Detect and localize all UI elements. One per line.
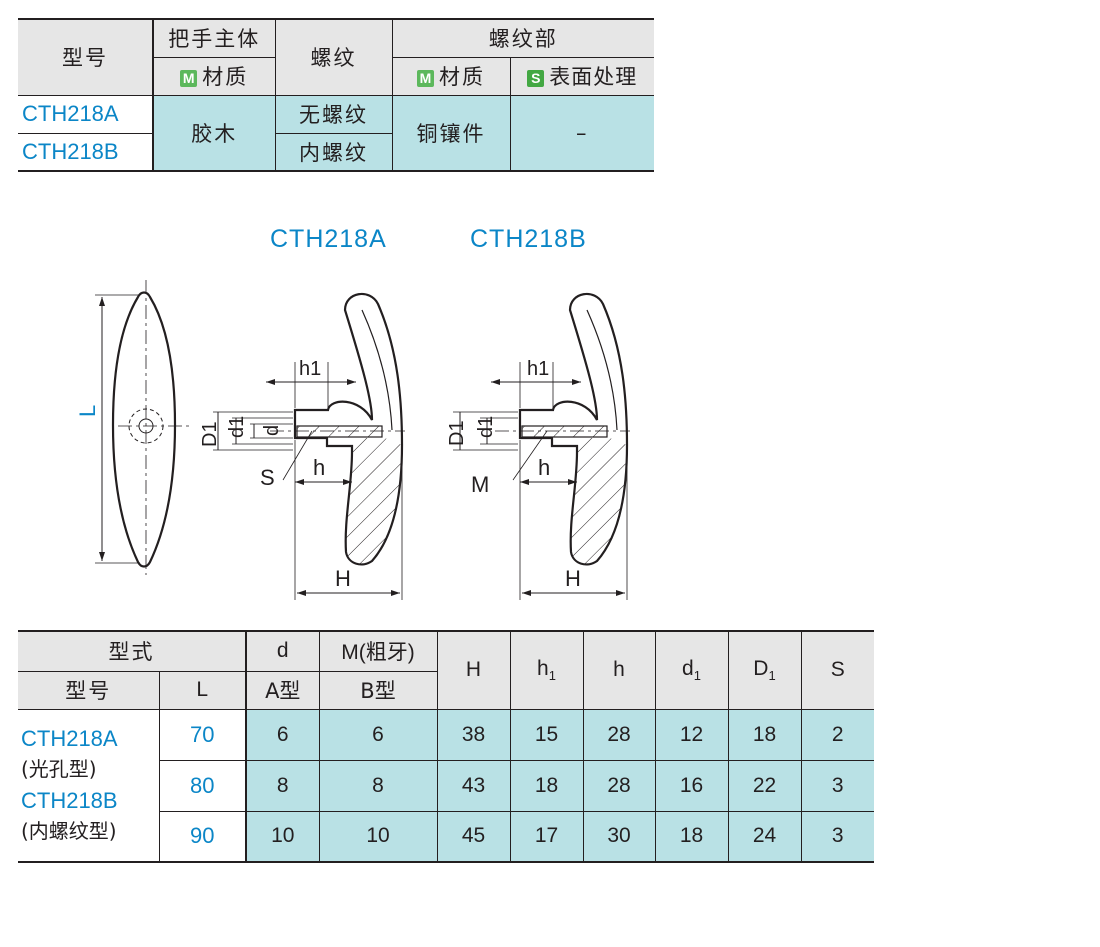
dim-H-b: H (565, 566, 581, 591)
header-d: d (245, 631, 320, 672)
header-h: h (582, 631, 656, 710)
header-handle-body: 把手主体 (152, 19, 276, 58)
header-model: 型号 (18, 670, 160, 710)
cell-d1: 16 (654, 759, 729, 812)
handle-technical-drawing: L h1 D1 d1 d S h H (75, 280, 630, 600)
model-a-type: (光孔型) (21, 757, 97, 782)
cell-M: 8 (318, 759, 438, 812)
cell-h: 30 (582, 810, 656, 862)
cell-S: 3 (800, 759, 874, 812)
header-a-type: A型 (245, 670, 320, 710)
header-D1: D1 (727, 631, 802, 710)
figure-label-a: CTH218A (270, 225, 387, 253)
header-L: L (158, 670, 247, 710)
dimension-table: 型式 d M(粗牙) H h1 h d1 D1 S 型号 L A型 B型 CTH… (18, 630, 874, 863)
cell-M: 10 (318, 810, 438, 862)
cell-h: 28 (582, 708, 656, 761)
cell-D1: 22 (727, 759, 802, 812)
cell-d: 8 (245, 759, 320, 812)
header-model: 型号 (18, 19, 154, 96)
dim-M: M (471, 472, 489, 497)
header-type-group: 型式 (18, 631, 247, 672)
cell-h1: 18 (509, 759, 584, 812)
cell-S: 3 (800, 810, 874, 862)
cell-S: 2 (800, 708, 874, 761)
cell-L: 80 (159, 759, 247, 812)
header-handle-material-label: 材质 (202, 65, 249, 89)
header-h1: h1 (509, 631, 584, 710)
cell-d1: 18 (654, 810, 729, 862)
section-view-b: h1 D1 d1 M h H (446, 293, 630, 600)
header-m: M(粗牙) (318, 631, 438, 672)
dim-S: S (260, 465, 275, 490)
cell-D1: 18 (727, 708, 802, 761)
dim-D1-a: D1 (199, 421, 221, 447)
dim-h1-a: h1 (299, 358, 321, 380)
header-H: H (436, 631, 511, 710)
model-b-label: CTH218B (21, 788, 118, 814)
cell-d: 6 (245, 708, 320, 761)
header-d1: d1 (654, 631, 729, 710)
thread-a: 无螺纹 (274, 94, 393, 134)
thread-material: 铜镶件 (391, 94, 511, 172)
cell-d1: 12 (654, 708, 729, 761)
dim-L: L (75, 405, 100, 417)
cell-h1: 17 (509, 810, 584, 862)
thread-b: 内螺纹 (274, 132, 392, 171)
material-badge-icon: M (180, 70, 198, 87)
cell-L: 70 (158, 708, 247, 761)
dim-d-a: d (261, 425, 283, 436)
dim-h1-b: h1 (527, 358, 549, 380)
cell-D1: 24 (727, 810, 802, 862)
cell-L: 90 (159, 810, 247, 862)
cell-H: 45 (436, 810, 511, 862)
body-material: 胶木 (152, 94, 276, 172)
header-b-type: B型 (318, 670, 437, 710)
header-thread-part: 螺纹部 (391, 19, 654, 58)
header-surface-label: 表面处理 (549, 65, 638, 89)
dim-D1-b: D1 (446, 420, 468, 446)
surface-badge-icon: S (527, 70, 545, 87)
header-thread: 螺纹 (274, 19, 393, 96)
dim-h-a: h (313, 455, 325, 480)
header-S: S (800, 631, 874, 710)
model-a-label: CTH218A (21, 726, 118, 752)
model-description: CTH218A (光孔型) CTH218B (内螺纹型) (18, 708, 160, 863)
cell-d: 10 (245, 810, 320, 862)
model-b-type: (内螺纹型) (21, 819, 117, 844)
dim-h-b: h (538, 455, 550, 480)
cell-H: 43 (436, 759, 511, 812)
figure-label-b: CTH218B (470, 225, 587, 253)
dim-d1-b: d1 (475, 416, 497, 438)
material-badge-icon: M (417, 70, 434, 87)
model-b: CTH218B (18, 132, 154, 171)
cell-h1: 15 (509, 708, 584, 761)
model-a: CTH218A (18, 94, 154, 134)
cell-M: 6 (318, 708, 438, 761)
surface-value: – (509, 94, 654, 172)
cell-H: 38 (436, 708, 511, 761)
header-thread-material-label: 材质 (439, 65, 485, 89)
header-thread-material: M 材质 (391, 56, 511, 96)
dim-d1-a: d1 (226, 416, 248, 438)
cell-h: 28 (582, 759, 656, 812)
section-view-a: h1 D1 d1 d S h H (199, 293, 405, 600)
dim-H-a: H (335, 566, 351, 591)
front-view: L (75, 280, 190, 575)
